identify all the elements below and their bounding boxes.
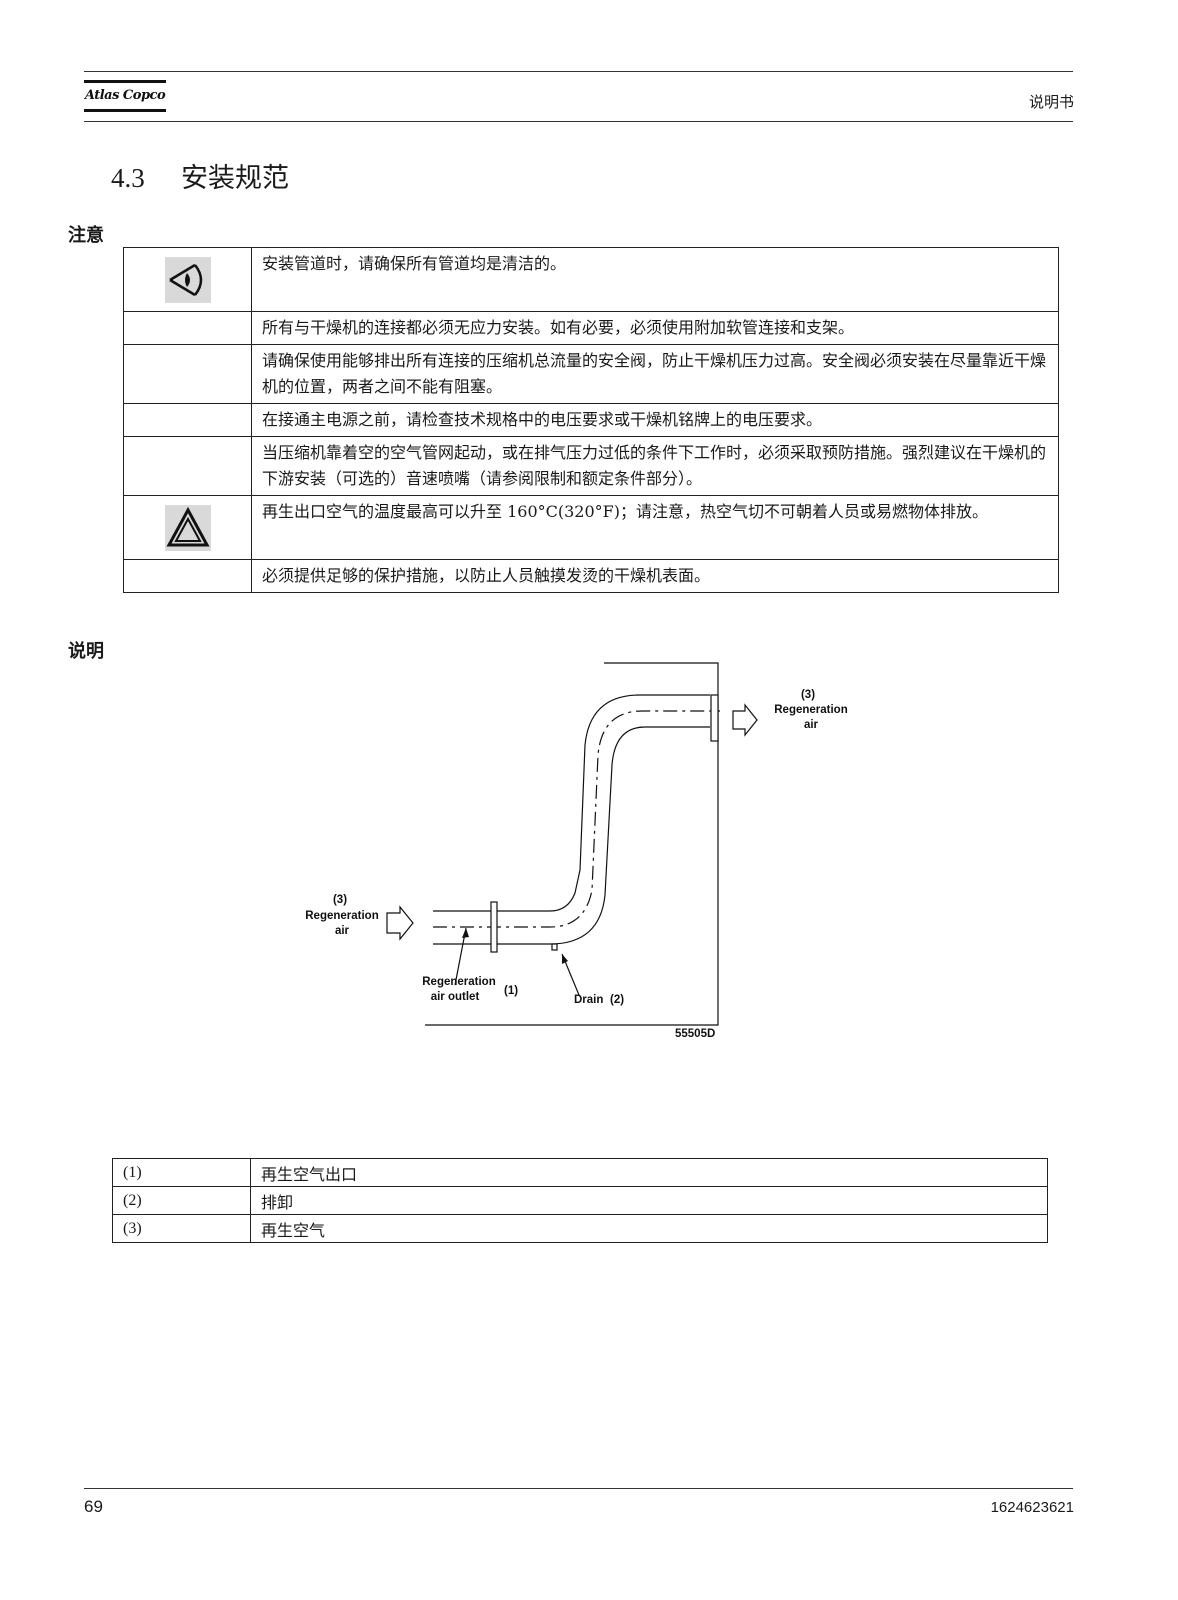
note-text: 在接通主电源之前，请检查技术规格中的电压要求或干燥机铭牌上的电压要求。 bbox=[251, 403, 1059, 437]
drain-stub bbox=[551, 943, 558, 951]
note-icon-cell bbox=[123, 436, 252, 496]
note-row: 安装管道时，请确保所有管道均是清洁的。 bbox=[123, 247, 1059, 312]
note-icon-cell bbox=[123, 403, 252, 437]
top-label-number: (3) bbox=[801, 689, 815, 701]
note-text: 当压缩机靠着空的空气管网起动，或在排气压力过低的条件下工作时，必须采取预防措施。… bbox=[251, 436, 1059, 496]
section-number: 4.3 bbox=[111, 163, 145, 193]
left-label-number: (3) bbox=[333, 894, 347, 906]
note-text: 必须提供足够的保护措施，以防止人员触摸发烫的干燥机表面。 bbox=[251, 559, 1059, 593]
drain-label: Drain bbox=[574, 994, 603, 1006]
note-row: 所有与干燥机的连接都必须无应力安装。如有必要，必须使用附加软管连接和支架。 bbox=[123, 311, 1059, 345]
note-icon-cell bbox=[123, 344, 252, 404]
legend-key: (3) bbox=[112, 1214, 251, 1243]
warning-triangle-icon bbox=[164, 504, 211, 551]
note-text: 安装管道时，请确保所有管道均是清洁的。 bbox=[251, 247, 1059, 312]
notes-table: 安装管道时，请确保所有管道均是清洁的。 所有与干燥机的连接都必须无应力安装。如有… bbox=[123, 247, 1059, 593]
legend-key: (2) bbox=[112, 1186, 251, 1215]
logo-top-bar bbox=[84, 80, 166, 83]
pipe-outer-wall bbox=[433, 694, 710, 912]
diagram-frame bbox=[425, 662, 719, 1026]
drain-leader-arrowhead bbox=[562, 954, 568, 964]
section-title: 安装规范 bbox=[181, 163, 289, 194]
outlet-leader-arrowhead bbox=[462, 928, 469, 938]
outlet-label-number: (1) bbox=[504, 985, 518, 997]
left-flange bbox=[490, 901, 498, 953]
legend-row: (3) 再生空气 bbox=[112, 1214, 1048, 1243]
section-heading: 4.3 安装规范 bbox=[111, 156, 289, 195]
note-text: 请确保使用能够排出所有连接的压缩机总流量的安全阀，防止干燥机压力过高。安全阀必须… bbox=[251, 344, 1059, 404]
note-icon-cell bbox=[123, 247, 252, 312]
atlas-copco-logo: Atlas Copco bbox=[84, 76, 166, 122]
logo-text: Atlas Copco bbox=[84, 88, 166, 103]
legend-table: (1) 再生空气出口 (2) 排卸 (3) 再生空气 bbox=[112, 1158, 1048, 1243]
pipe-centerline bbox=[433, 710, 720, 928]
note-row: 当压缩机靠着空的空气管网起动，或在排气压力过低的条件下工作时，必须采取预防措施。… bbox=[123, 436, 1059, 496]
legend-value: 排卸 bbox=[250, 1186, 1048, 1215]
document-number: 1624623621 bbox=[990, 1499, 1074, 1516]
logo-bottom-bar bbox=[84, 109, 166, 112]
drain-label-number: (2) bbox=[610, 994, 624, 1006]
document-type: 说明书 bbox=[1028, 93, 1074, 111]
top-label-line1: Regeneration bbox=[774, 704, 848, 716]
piping-diagram: (3) Regeneration air (3) Regeneration ai… bbox=[305, 662, 848, 1040]
inlet-arrow-icon bbox=[386, 905, 414, 941]
left-label-line1: Regeneration bbox=[305, 910, 379, 922]
note-row: 必须提供足够的保护措施，以防止人员触摸发烫的干燥机表面。 bbox=[123, 559, 1059, 593]
page-number: 69 bbox=[84, 1497, 103, 1516]
notes-label: 注意 bbox=[68, 225, 104, 246]
note-row: 请确保使用能够排出所有连接的压缩机总流量的安全阀，防止干燥机压力过高。安全阀必须… bbox=[123, 344, 1059, 404]
figure-code: 55505D bbox=[675, 1028, 715, 1040]
header-bottom-rule bbox=[84, 121, 1073, 122]
legend-value: 再生空气 bbox=[250, 1214, 1048, 1243]
note-row: 再生出口空气的温度最高可以升至 160°C(320°F)；请注意，热空气切不可朝… bbox=[123, 495, 1059, 560]
note-icon-cell bbox=[123, 495, 252, 560]
right-flange bbox=[710, 694, 719, 742]
outlet-label-line2: air outlet bbox=[431, 991, 480, 1003]
legend-row: (1) 再生空气出口 bbox=[112, 1158, 1048, 1187]
note-text: 再生出口空气的温度最高可以升至 160°C(320°F)；请注意，热空气切不可朝… bbox=[251, 495, 1059, 560]
pipe-inner-wall bbox=[433, 726, 710, 945]
legend-value: 再生空气出口 bbox=[250, 1158, 1048, 1187]
note-icon-cell bbox=[123, 311, 252, 345]
note-icon-cell bbox=[123, 559, 252, 593]
eye-warning-icon bbox=[164, 256, 211, 303]
header-top-rule bbox=[84, 71, 1073, 72]
note-text: 所有与干燥机的连接都必须无应力安装。如有必要，必须使用附加软管连接和支架。 bbox=[251, 311, 1059, 345]
note-row: 在接通主电源之前，请检查技术规格中的电压要求或干燥机铭牌上的电压要求。 bbox=[123, 403, 1059, 437]
legend-row: (2) 排卸 bbox=[112, 1186, 1048, 1215]
left-label-line2: air bbox=[335, 925, 350, 937]
top-label-line2: air bbox=[804, 719, 819, 731]
outlet-label-line1: Regeneration bbox=[422, 976, 496, 988]
outlet-arrow-icon bbox=[732, 703, 758, 737]
legend-key: (1) bbox=[112, 1158, 251, 1187]
description-label: 说明 bbox=[68, 641, 104, 662]
footer-rule bbox=[84, 1488, 1073, 1489]
